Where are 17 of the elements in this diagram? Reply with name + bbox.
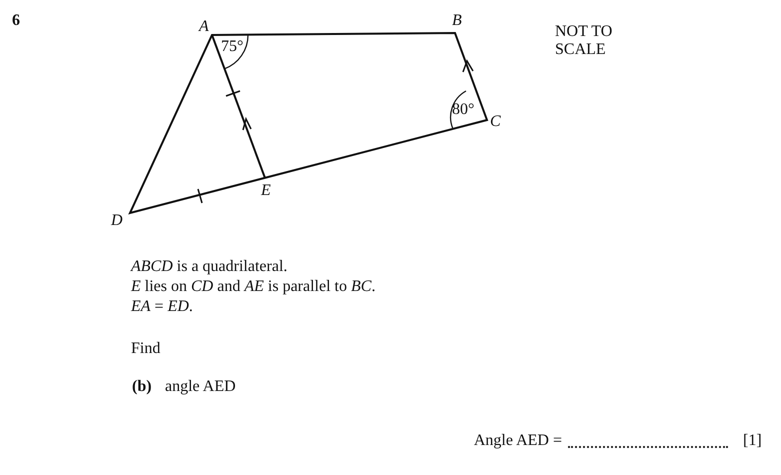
vertex-label: C: [490, 113, 501, 131]
question-text: angle AED: [165, 378, 236, 396]
vertex-label: A: [199, 18, 209, 36]
angle-label: 80°: [452, 101, 474, 119]
part-label: (b): [132, 378, 152, 396]
statement-text: E lies on CD and AE is parallel to BC.: [131, 278, 376, 296]
instruction-text: Find: [131, 340, 160, 358]
answer-label: Angle AED =: [472, 432, 562, 450]
vertex-label: B: [452, 12, 462, 30]
marks-label: [1]: [743, 432, 762, 450]
statement-text: ABCD is a quadrilateral.: [131, 258, 288, 276]
vertex-label: D: [111, 212, 123, 230]
scale-note: NOT TO SCALE: [555, 23, 614, 59]
question-number: 6: [12, 12, 20, 30]
vertex-label: E: [261, 182, 271, 200]
statement-text: EA = ED.: [131, 298, 193, 316]
angle-label: 75°: [221, 38, 244, 56]
